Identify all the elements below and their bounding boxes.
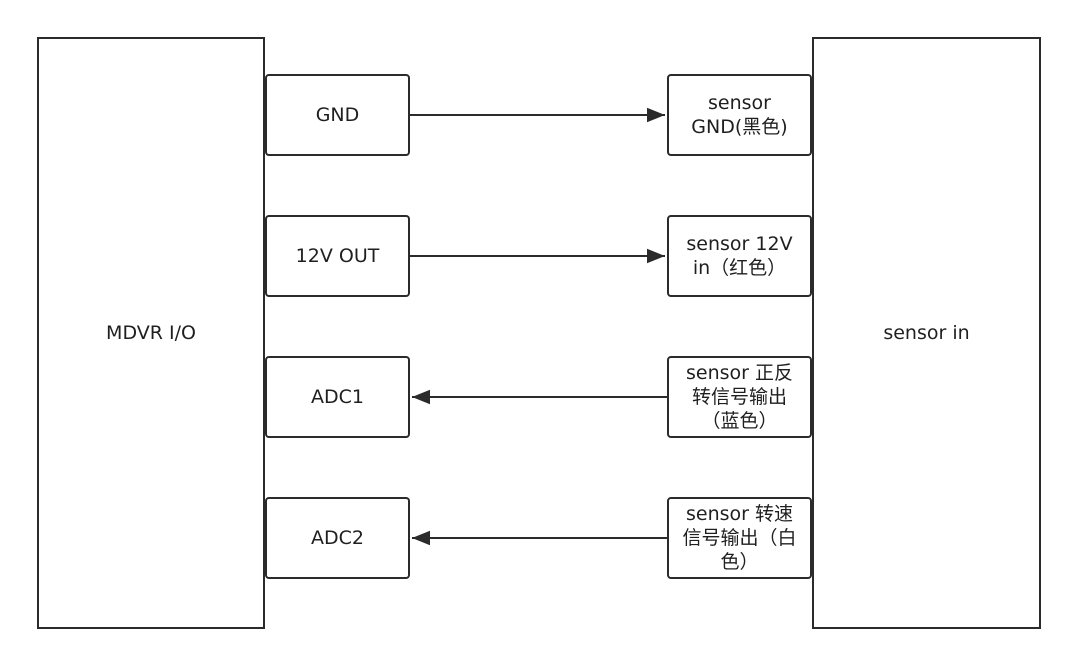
sensor-pin-direction-signal: sensor 正反转信号输出（蓝色） [667,356,812,438]
sensor-pin-label: sensor 正反转信号输出（蓝色） [685,362,793,432]
sensor-in-label: sensor in [883,322,970,344]
pin-label: 12V OUT [295,245,380,267]
pin-label: ADC1 [311,386,364,408]
pin-label: ADC2 [311,527,364,549]
pin-gnd: GND [265,74,410,156]
mdvr-io-block: MDVR I/O [37,37,265,629]
pin-label: GND [315,104,360,126]
sensor-pin-gnd: sensor GND(黑色) [667,74,812,156]
sensor-pin-label: sensor 转速信号输出（白色） [682,503,797,573]
mdvr-io-label: MDVR I/O [106,322,196,344]
pin-12v-out: 12V OUT [265,215,410,297]
sensor-in-block: sensor in [812,37,1041,629]
pin-adc2: ADC2 [265,497,410,579]
sensor-pin-label: sensor 12V in（红色） [686,233,793,279]
sensor-pin-12v-in: sensor 12V in（红色） [667,215,812,297]
sensor-pin-label: sensor GND(黑色) [691,92,788,138]
pin-adc1: ADC1 [265,356,410,438]
sensor-pin-speed-signal: sensor 转速信号输出（白色） [667,497,812,579]
